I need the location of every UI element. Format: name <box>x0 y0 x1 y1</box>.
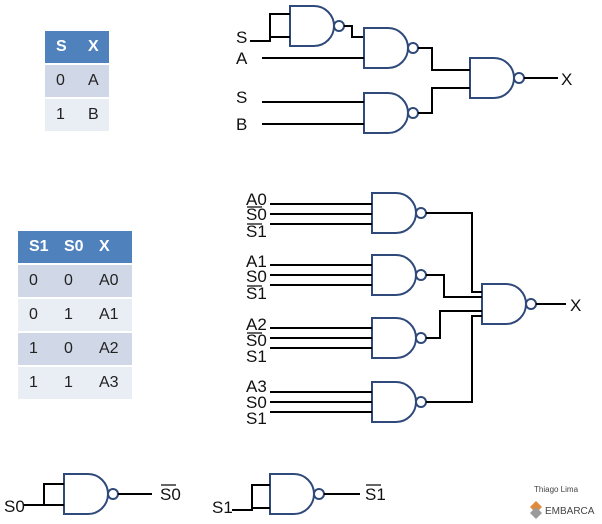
inverter-s0-input: S0 <box>4 497 25 516</box>
tt2-cell: 0 <box>18 297 53 332</box>
truth-table-2to1: S X 0 A 1 B <box>45 31 109 131</box>
inverter-s1-input: S1 <box>212 498 233 517</box>
mux4-nand-1 <box>371 254 427 296</box>
tt2-cell: 0 <box>53 263 88 298</box>
tt2-header-s1: S1 <box>18 231 53 264</box>
mux2-output-gate <box>469 57 525 99</box>
label-text: S0 <box>246 267 267 286</box>
label-text: S1 <box>246 347 267 366</box>
mux4-circuit: X A0 S0 S1 A1 S0 S1 A2 S0 S1 A3 S0 S1 <box>246 190 581 428</box>
tt2-header-text: S1 <box>29 238 49 255</box>
mux2-label-a: A <box>236 49 248 68</box>
author-credit: Thiago Lima <box>534 485 579 494</box>
label-text: A2 <box>246 315 267 334</box>
tt2-cell: 0 <box>53 331 88 366</box>
label-text: A0 <box>246 190 267 209</box>
inverter-s0: S0 S0 <box>4 473 181 516</box>
mux4-label-sel1: S1 <box>246 284 267 303</box>
mux4-output-gate <box>481 283 537 325</box>
mux4-label-sel0: S0 <box>246 205 267 224</box>
mux2-label-x: X <box>561 70 572 89</box>
tt2-cell: 1 <box>18 331 53 366</box>
mux4-label-x: X <box>570 296 581 315</box>
mux4-nand-2 <box>371 317 427 359</box>
truth-table-4to1: S1 S0 X 0 0 A0 0 1 A1 1 0 A2 1 1 A3 <box>18 231 132 399</box>
tt1-cell: B <box>77 97 109 131</box>
mux4-label-sel1: S1 <box>246 347 267 366</box>
tt2-header-s0: S0 <box>53 231 88 264</box>
tt2-cell: 1 <box>18 365 53 399</box>
mux2-inverter-gate <box>289 5 345 47</box>
tt2-cell: 1 <box>53 365 88 399</box>
tt1-cell: 1 <box>45 97 77 131</box>
label-text: S0 <box>246 331 267 350</box>
label-text: S1 <box>246 222 267 241</box>
logo-text: EMBARCA <box>545 506 595 517</box>
tt1-header-s: S <box>45 31 77 64</box>
tt2-header-x: X <box>88 231 132 264</box>
tt2-cell: A3 <box>88 365 132 399</box>
inverter-s1-output: S1 <box>365 485 386 504</box>
label-text: A1 <box>246 252 267 271</box>
mux2-label-b: B <box>236 115 247 134</box>
inverter-s0-output: S0 <box>160 485 181 504</box>
embarca-logo: EMBARCA <box>530 501 595 519</box>
label-text: S1 <box>246 284 267 303</box>
tt2-cell: 0 <box>18 263 53 298</box>
mux4-label-data: A3 <box>246 377 267 396</box>
mux4-nand-3 <box>371 381 427 423</box>
mux4-label-sel0: S0 <box>246 331 267 350</box>
tt2-cell: A0 <box>88 263 132 298</box>
tt1-cell: A <box>77 63 109 98</box>
label-text: S0 <box>246 393 267 412</box>
mux2-nand-b <box>363 92 419 134</box>
mux4-label-sel1: S1 <box>246 409 267 428</box>
tt2-header-text: S0 <box>64 238 84 255</box>
tt1-header-x: X <box>77 31 109 64</box>
mux4-label-sel0: S0 <box>246 393 267 412</box>
mux4-label-sel0: S0 <box>246 267 267 286</box>
mux2-label-s: S <box>236 88 247 107</box>
tt1-cell: 0 <box>45 63 77 98</box>
mux4-label-data: A1 <box>246 252 267 271</box>
tt2-cell: 1 <box>53 297 88 332</box>
mux2-nand-a <box>363 27 419 69</box>
inverter-s1-gate <box>269 473 325 515</box>
mux4-label-sel1: S1 <box>246 222 267 241</box>
tt2-cell: A2 <box>88 331 132 366</box>
inverter-s1: S1 S1 <box>212 473 386 517</box>
label-text: S1 <box>246 409 267 428</box>
mux4-label-data: A2 <box>246 315 267 334</box>
label-text: S0 <box>246 205 267 224</box>
tt2-cell: A1 <box>88 297 132 332</box>
label-text: A3 <box>246 377 267 396</box>
inverter-s0-gate <box>63 473 119 515</box>
mux2-circuit: S A S B X <box>236 5 572 134</box>
mux4-nand-0 <box>371 192 427 234</box>
mux4-label-data: A0 <box>246 190 267 209</box>
mux2-label-s: S <box>236 28 247 47</box>
